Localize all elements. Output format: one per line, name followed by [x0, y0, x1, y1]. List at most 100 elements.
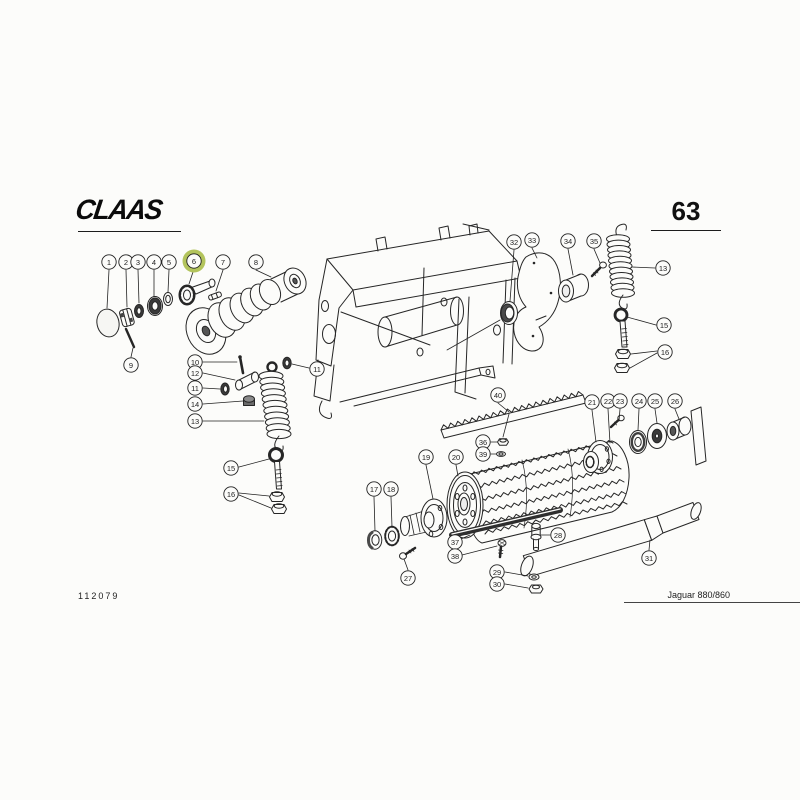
callout-29: 29: [489, 564, 505, 580]
svg-text:37: 37: [451, 538, 459, 547]
shear-bar-serration: [440, 391, 584, 431]
callout-19: 19: [418, 449, 434, 465]
right-spring-assembly: [606, 223, 635, 373]
callout-31: 31: [641, 550, 657, 566]
part-bolt-38: [497, 539, 507, 559]
callout-16: 16: [223, 486, 239, 502]
leader-line: [504, 571, 529, 577]
callout-27: 27: [400, 570, 416, 586]
leader-line: [460, 534, 471, 540]
leader-line: [674, 408, 680, 420]
footer-rule: [624, 602, 800, 603]
part-cap-1: [96, 308, 120, 338]
part-roller-34: [558, 273, 589, 303]
part-bearing-24: [629, 430, 647, 454]
part-boot-8: [185, 267, 307, 355]
leader-line: [238, 458, 270, 468]
svg-text:24: 24: [635, 397, 643, 406]
svg-text:40: 40: [494, 391, 502, 400]
part-coupler-2: [119, 307, 135, 328]
svg-text:26: 26: [671, 397, 679, 406]
callout-16: 16: [657, 344, 673, 360]
part-roll-pin-9: [124, 327, 136, 349]
callout-28: 28: [550, 527, 566, 543]
svg-text:25: 25: [651, 397, 659, 406]
callout-11: 11: [309, 361, 325, 377]
svg-text:4: 4: [152, 258, 156, 267]
svg-text:9: 9: [129, 361, 133, 370]
callout-18: 18: [383, 481, 399, 497]
svg-text:2: 2: [124, 258, 128, 267]
right-bearing-set: [583, 406, 707, 474]
callout-15: 15: [223, 460, 239, 476]
callout-37: 37: [447, 534, 463, 550]
callout-20: 20: [448, 449, 464, 465]
leader-line: [238, 494, 272, 509]
part-pin-7: [208, 291, 222, 301]
part-nuts-16-left: [269, 491, 287, 514]
part-splined-shaft-6: [178, 278, 216, 306]
svg-text:20: 20: [452, 453, 460, 462]
svg-text:6: 6: [192, 257, 196, 266]
callout-6: 6: [182, 249, 206, 273]
callout-14: 14: [187, 396, 203, 412]
part-ring-17: [367, 530, 383, 550]
leader-line: [130, 347, 134, 358]
leader-line: [509, 249, 515, 302]
leader-line: [455, 464, 459, 477]
part-ring-5: [163, 292, 173, 306]
part-eyebolt-15-left: [268, 447, 284, 490]
leader-line: [504, 583, 529, 589]
svg-text:7: 7: [221, 258, 225, 267]
leader-line: [291, 363, 310, 369]
callout-13: 13: [187, 413, 203, 429]
svg-text:27: 27: [404, 574, 412, 583]
svg-text:28: 28: [554, 531, 562, 540]
part-hub-19: [400, 498, 448, 538]
svg-text:22: 22: [604, 397, 612, 406]
leader-line: [637, 408, 640, 431]
callout-21: 21: [584, 394, 600, 410]
leader-line: [497, 402, 510, 413]
svg-text:11: 11: [313, 365, 321, 374]
leader-line: [631, 266, 656, 269]
leader-line: [567, 248, 574, 276]
leader-lines: [106, 247, 680, 589]
svg-text:23: 23: [616, 397, 624, 406]
svg-text:15: 15: [227, 464, 235, 473]
svg-text:10: 10: [191, 358, 199, 367]
callout-25: 25: [647, 393, 663, 409]
part-ring-3: [134, 304, 144, 318]
leader-line: [630, 350, 658, 355]
callout-30: 30: [489, 576, 505, 592]
leader-line: [202, 372, 236, 381]
leader-line: [137, 269, 140, 304]
part-spring-13-left: [258, 361, 292, 452]
part-shaft-31: [520, 502, 702, 577]
svg-text:17: 17: [370, 485, 378, 494]
svg-text:1: 1: [107, 258, 111, 267]
svg-text:33: 33: [528, 236, 536, 245]
leader-line: [626, 316, 657, 326]
part-eyebolt-15-right: [613, 307, 629, 348]
part-bearing-4: [147, 296, 163, 316]
callout-7: 7: [215, 254, 231, 270]
callout-24: 24: [631, 393, 647, 409]
svg-text:38: 38: [451, 552, 459, 561]
leader-line: [167, 269, 170, 293]
leader-line: [255, 269, 272, 278]
svg-text:11: 11: [191, 384, 199, 393]
callout-8: 8: [248, 254, 264, 270]
part-ring-11b: [282, 356, 292, 370]
leader-line: [373, 496, 376, 532]
callout-5: 5: [161, 254, 177, 270]
leader-line: [654, 408, 658, 424]
svg-text:13: 13: [659, 264, 667, 273]
leader-line: [648, 539, 651, 551]
svg-text:31: 31: [645, 554, 653, 563]
side-panel-edge: [690, 406, 707, 466]
svg-text:3: 3: [136, 258, 140, 267]
callout-34: 34: [560, 233, 576, 249]
